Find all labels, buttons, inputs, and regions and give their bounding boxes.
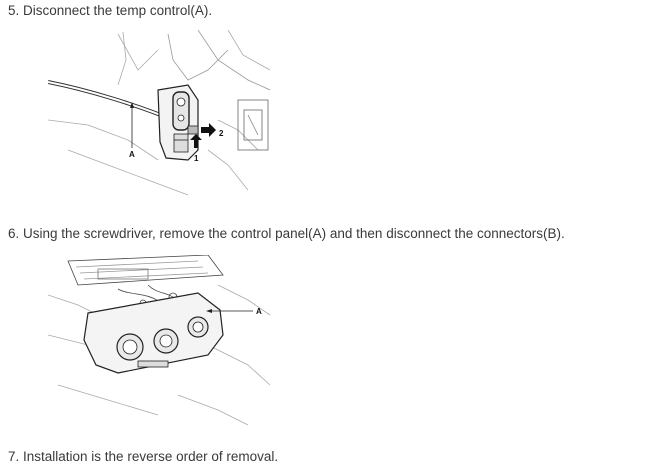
step-5-text: 5. Disconnect the temp control(A). [8,3,213,18]
step-7-text: 7. Installation is the reverse order of … [8,449,279,464]
control-panel-illustration: A [48,255,270,425]
callout-a: A [256,307,262,316]
callout-2: 2 [219,129,224,138]
step-6-text: 6. Using the screwdriver, remove the con… [8,226,565,241]
callout-1: 1 [194,154,199,163]
temp-control-illustration: A 2 1 [48,30,270,198]
callout-a: A [129,150,135,159]
